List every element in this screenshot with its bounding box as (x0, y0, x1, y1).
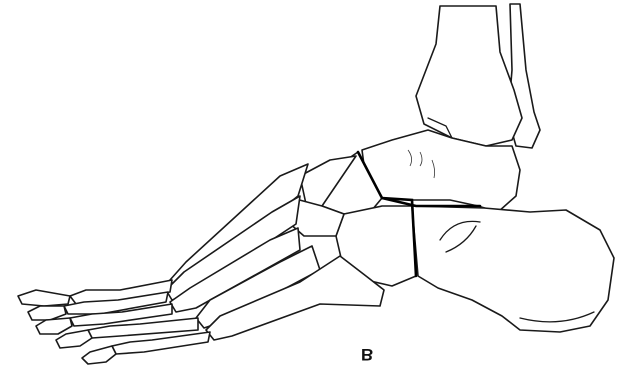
tibia (416, 6, 522, 146)
calcaneus (412, 206, 614, 332)
figure-label: B (361, 344, 373, 364)
